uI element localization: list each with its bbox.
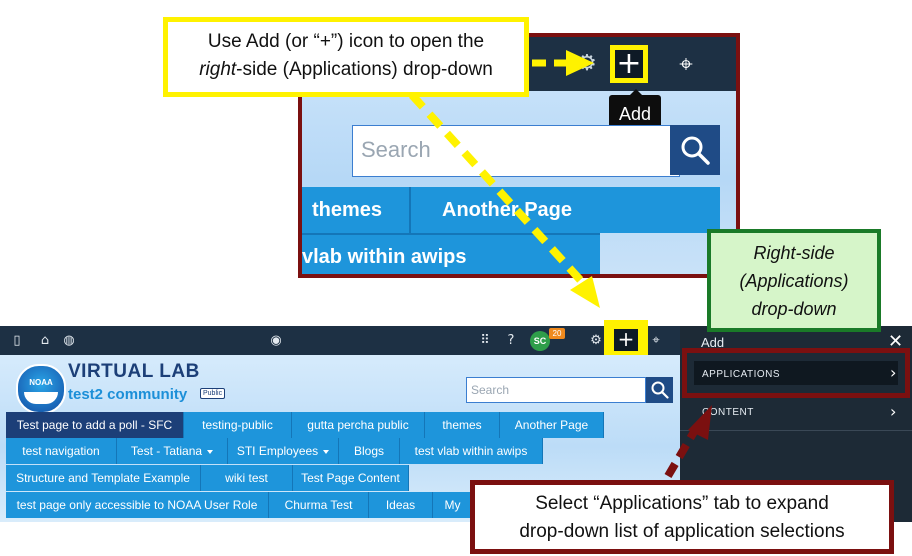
nav-item[interactable]: testing-public bbox=[184, 412, 292, 438]
callout-right-side-dropdown: Right-side (Applications) drop-down bbox=[707, 229, 881, 332]
gear-icon[interactable]: ⚙ bbox=[590, 333, 602, 348]
apps-grid-icon[interactable]: ⠿ bbox=[480, 333, 490, 348]
arrow-head bbox=[570, 276, 600, 308]
site-title[interactable]: VIRTUAL LAB bbox=[68, 361, 200, 382]
nav-item[interactable]: wiki test bbox=[201, 465, 293, 491]
site-header: NOAA VIRTUAL LAB test2 community Public … bbox=[0, 355, 680, 522]
applications-row-bg bbox=[694, 361, 898, 385]
notification-badge: 20 bbox=[549, 328, 565, 339]
noaa-logo[interactable]: NOAA bbox=[16, 364, 66, 414]
community-name[interactable]: test2 community bbox=[68, 386, 188, 403]
home-icon[interactable]: ⌂ bbox=[40, 333, 50, 348]
callout-text: right-side (Applications) drop-down bbox=[168, 56, 524, 84]
globe-icon[interactable]: ◍ bbox=[63, 333, 75, 348]
callout-text: drop-down bbox=[751, 299, 837, 319]
nav-item[interactable]: test vlab within awips bbox=[400, 438, 543, 464]
callout-text: drop-down list of application selections bbox=[519, 521, 845, 542]
callout-text: Use Add (or “+”) icon to open the bbox=[207, 31, 485, 52]
help-icon[interactable]: ? bbox=[507, 333, 515, 348]
nav-item[interactable]: Test Page Content bbox=[293, 465, 409, 491]
nav-label: Test - Tatiana bbox=[130, 444, 203, 458]
target-icon[interactable]: ⌖ bbox=[652, 333, 660, 348]
zoom-nav-row-2: vlab within awips bbox=[302, 233, 600, 274]
close-icon[interactable]: ✕ bbox=[888, 331, 904, 352]
nav-label: STI Employees bbox=[236, 444, 319, 458]
search-icon bbox=[681, 136, 710, 165]
callout-text: Right-side bbox=[753, 243, 835, 263]
panel-toggle-icon[interactable]: ▯ bbox=[13, 333, 21, 348]
nav-item[interactable]: test page only accessible to NOAA User R… bbox=[6, 492, 269, 518]
applications-label: APPLICATIONS bbox=[702, 369, 781, 380]
nav-item[interactable]: Structure and Template Example bbox=[6, 465, 201, 491]
zoom-nav-another-page[interactable]: Another Page bbox=[442, 199, 573, 221]
caret-down-icon bbox=[207, 449, 214, 454]
applications-tab[interactable] bbox=[682, 348, 910, 398]
logo-text: NOAA bbox=[29, 378, 53, 387]
public-badge: Public bbox=[200, 388, 226, 399]
zoom-search-button[interactable] bbox=[670, 125, 720, 175]
search-button[interactable] bbox=[646, 377, 673, 403]
nav-item[interactable]: test navigation bbox=[6, 438, 117, 464]
gear-icon[interactable]: ⚙ bbox=[577, 51, 597, 76]
callout-select-applications: Select “Applications” tab to expand drop… bbox=[470, 480, 894, 554]
panel-title: Add bbox=[701, 335, 725, 350]
avatar[interactable]: SC bbox=[530, 331, 550, 351]
add-button-highlight: + bbox=[604, 320, 648, 360]
zoom-search-input[interactable]: Search bbox=[352, 125, 680, 177]
nav-item[interactable]: Blogs bbox=[339, 438, 400, 464]
plus-icon[interactable]: + bbox=[614, 329, 638, 351]
target-icon[interactable]: ⌖ bbox=[679, 50, 693, 78]
zoom-nav-row-1: themes Another Page bbox=[302, 187, 720, 233]
nav-item-dropdown[interactable]: Test - Tatiana bbox=[117, 438, 228, 464]
callout-text: (Applications) bbox=[739, 271, 849, 291]
zoom-nav-themes[interactable]: themes bbox=[312, 199, 383, 221]
nav-item[interactable]: Churma Test bbox=[269, 492, 369, 518]
nav-item-dropdown[interactable]: STI Employees bbox=[228, 438, 339, 464]
eye-icon[interactable]: ◉ bbox=[270, 333, 282, 348]
chevron-right-icon: › bbox=[890, 402, 897, 421]
chevron-right-icon: › bbox=[890, 363, 897, 382]
nav-item[interactable]: Ideas bbox=[369, 492, 433, 518]
nav-item[interactable]: gutta percha public bbox=[292, 412, 425, 438]
plus-icon[interactable]: + bbox=[615, 46, 643, 81]
nav-item[interactable]: Another Page bbox=[500, 412, 604, 438]
search-input[interactable]: Search bbox=[466, 377, 646, 403]
nav-item[interactable]: My bbox=[433, 492, 473, 518]
content-label: CONTENT bbox=[702, 407, 754, 418]
callout-text: Select “Applications” tab to expand bbox=[535, 493, 829, 514]
callout-italic: right bbox=[199, 59, 237, 80]
logo-wave bbox=[24, 392, 58, 404]
content-tab[interactable]: CONTENT › bbox=[680, 398, 912, 431]
callout-text-rest: -side (Applications) drop-down bbox=[236, 59, 493, 80]
search-icon bbox=[651, 381, 669, 399]
callout-add-icon: Use Add (or “+”) icon to open the right-… bbox=[163, 17, 529, 97]
nav-item[interactable]: themes bbox=[425, 412, 500, 438]
caret-down-icon bbox=[323, 449, 330, 454]
nav-item[interactable]: Test page to add a poll - SFC bbox=[6, 412, 184, 438]
zoom-nav-vlab-awips[interactable]: vlab within awips bbox=[302, 246, 467, 268]
divider bbox=[409, 187, 411, 233]
add-button-highlight: + bbox=[610, 45, 648, 83]
